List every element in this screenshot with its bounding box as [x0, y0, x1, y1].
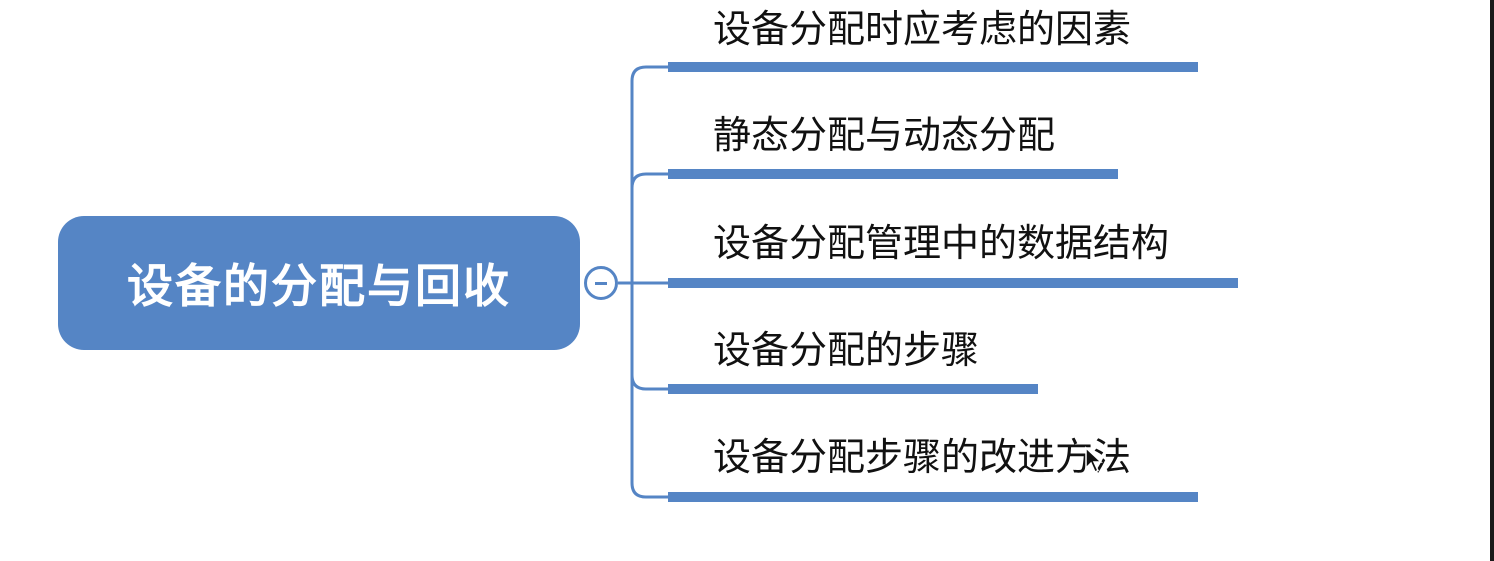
connector-elbow-4 — [630, 374, 668, 391]
branch-underline-4 — [668, 384, 1038, 394]
branch-underline-5 — [668, 492, 1198, 502]
root-topic-label: 设备的分配与回收 — [127, 259, 511, 313]
branch-topic-2[interactable]: 静态分配与动态分配 — [713, 113, 1056, 157]
minus-circle-icon[interactable] — [584, 266, 618, 300]
branch-topic-5[interactable]: 设备分配步骤的改进方法 — [713, 435, 1132, 479]
branch-topic-4[interactable]: 设备分配的步骤 — [713, 328, 980, 372]
connector-elbow-2 — [630, 172, 668, 189]
branch-underline-3 — [668, 278, 1238, 288]
branch-underline-2 — [668, 169, 1118, 179]
mouse-pointer-icon — [1085, 446, 1103, 474]
branch-topic-1[interactable]: 设备分配时应考虑的因素 — [713, 7, 1132, 51]
branch-underline-1 — [668, 62, 1198, 72]
root-topic-node[interactable]: 设备的分配与回收 — [58, 216, 580, 350]
minus-bar — [595, 282, 607, 285]
window-edge — [1490, 0, 1494, 561]
branch-topic-3[interactable]: 设备分配管理中的数据结构 — [713, 221, 1170, 265]
